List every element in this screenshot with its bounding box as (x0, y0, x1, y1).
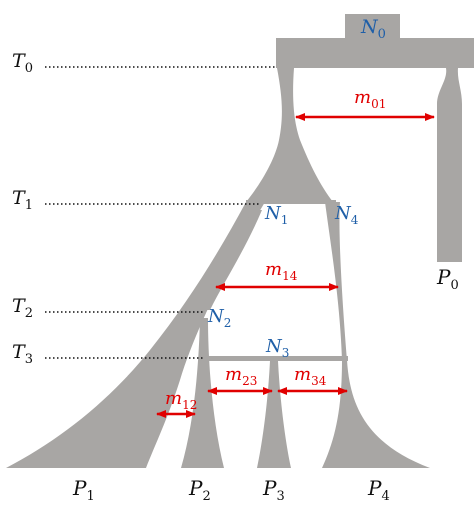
population-p3-branch (257, 361, 291, 468)
m34-label: m34 (294, 364, 327, 388)
p1-label: P1 (72, 476, 95, 504)
ancestral-trunk (246, 68, 333, 202)
n4-label: N4 (334, 203, 359, 227)
node-labels: N1 N4 N2 N3 (207, 203, 359, 360)
branch-n2 (200, 210, 262, 310)
p0-label: P0 (436, 265, 459, 293)
root-n0-symbol: N (360, 16, 379, 38)
m23-label: m23 (225, 364, 257, 388)
p3-label: P3 (262, 476, 285, 504)
m01-label: m01 (354, 87, 386, 111)
p4-label: P4 (367, 476, 390, 504)
t2-label: T2 (12, 295, 33, 321)
t3-label: T3 (12, 341, 33, 367)
split-bar-t3 (204, 356, 348, 361)
population-p0-branch (437, 68, 462, 262)
n1-label: N1 (264, 203, 288, 227)
migration-labels: m01 m14 m23 m34 m12 (165, 87, 386, 412)
root-n0-subscript: 0 (378, 27, 386, 42)
root-n0-box (345, 14, 400, 40)
n3-label: N3 (265, 336, 289, 360)
population-p4-branch (322, 202, 430, 468)
split-bar-t1 (246, 200, 336, 204)
root-n0-label: N0 (360, 16, 386, 42)
population-p1-branch (6, 202, 265, 468)
ancestral-bar (276, 38, 474, 68)
n2-label: N2 (207, 306, 231, 330)
m12-label: m12 (165, 388, 197, 412)
m14-label: m14 (265, 259, 298, 283)
tree-shapes (6, 14, 474, 468)
migration-arrows (156, 113, 435, 418)
time-labels: T0 T1 T2 T3 (12, 50, 33, 367)
population-labels: P0 P1 P2 P3 P4 (72, 265, 459, 504)
t1-label: T1 (12, 187, 33, 213)
time-guides (45, 66, 276, 359)
population-p2-branch (181, 318, 224, 468)
t0-label: T0 (12, 50, 33, 76)
p2-label: P2 (188, 476, 211, 504)
